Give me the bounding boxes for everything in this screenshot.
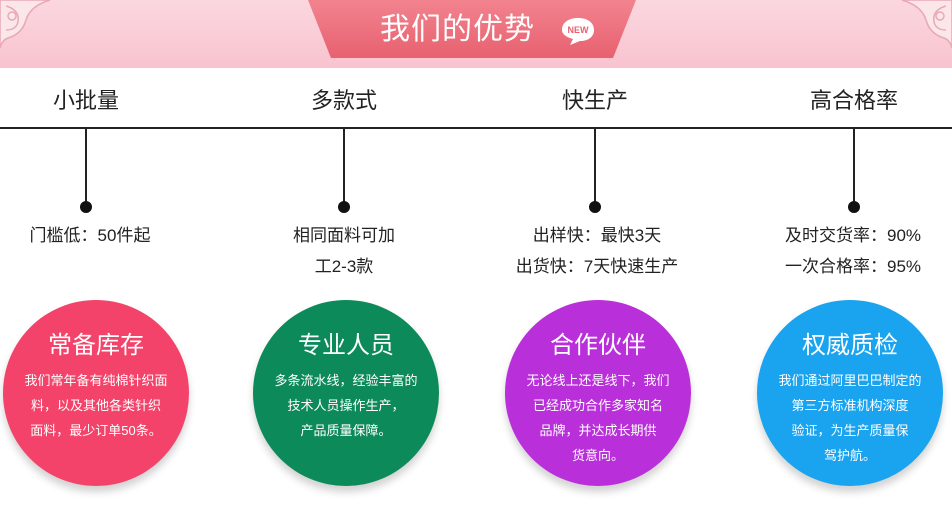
timeline-connector xyxy=(853,129,855,204)
detail-line: 一次合格率：95% xyxy=(784,257,922,276)
circle-body-line: 技术人员操作生产， xyxy=(287,398,405,413)
timeline-dot xyxy=(338,201,350,213)
circle-body-line: 第三方标准机构深度 xyxy=(791,398,909,413)
timeline-dot xyxy=(848,201,860,213)
circle-quality: 权威质检 我们通过阿里巴巴制定的 第三方标准机构深度 验证，为生产质量保 驾护航… xyxy=(757,300,943,486)
circle-staff: 专业人员 多条流水线，经验丰富的 技术人员操作生产， 产品质量保障。 xyxy=(253,300,439,486)
circle-title: 常备库存 xyxy=(48,332,144,359)
detail-line: 工2-3款 xyxy=(314,257,374,276)
circle-body: 多条流水线，经验丰富的 技术人员操作生产， 产品质量保障。 xyxy=(253,368,439,443)
page-title: 我们的优势 xyxy=(380,13,535,46)
circle-body-line: 品牌，并达成长期供 xyxy=(539,423,657,438)
circle-body-line: 无论线上还是线下，我们 xyxy=(526,373,670,388)
detail-fast-production: 出样快：最快3天 出货快：7天快速生产 xyxy=(477,220,717,282)
circle-body-line: 已经成功合作多家知名 xyxy=(532,398,663,413)
circle-body-line: 面料，最少订单50条。 xyxy=(30,423,162,438)
timeline-dot xyxy=(80,201,92,213)
detail-line: 门槛低：50件起 xyxy=(29,226,151,245)
headline-high-pass-rate: 高合格率 xyxy=(809,88,898,113)
circle-body-line: 产品质量保障。 xyxy=(300,423,392,438)
detail-line: 出货快：7天快速生产 xyxy=(515,257,679,276)
new-badge-icon: NEW xyxy=(562,18,594,45)
timeline-line xyxy=(0,127,952,129)
detail-high-pass-rate: 及时交货率：90% 一次合格率：95% xyxy=(733,220,952,282)
circle-body: 我们常年备有纯棉针织面 料，以及其他各类针织 面料，最少订单50条。 xyxy=(3,368,189,443)
circle-body: 无论线上还是线下，我们 已经成功合作多家知名 品牌，并达成长期供 货意向。 xyxy=(505,368,691,468)
circle-title: 专业人员 xyxy=(298,332,394,359)
new-badge-text: NEW xyxy=(568,25,590,35)
headline-small-batch: 小批量 xyxy=(52,88,119,113)
corner-ornament-right-icon xyxy=(901,0,952,49)
circle-title: 合作伙伴 xyxy=(550,332,646,359)
circle-body-line: 多条流水线，经验丰富的 xyxy=(274,373,418,388)
headline-fast-production: 快生产 xyxy=(561,88,628,113)
circle-body-line: 料，以及其他各类针织 xyxy=(30,398,161,413)
timeline-connector xyxy=(343,129,345,204)
circle-body-line: 我们常年备有纯棉针织面 xyxy=(24,373,168,388)
circle-body-line: 驾护航。 xyxy=(823,448,876,463)
detail-line: 及时交货率：90% xyxy=(784,226,922,245)
circle-stock: 常备库存 我们常年备有纯棉针织面 料，以及其他各类针织 面料，最少订单50条。 xyxy=(3,300,189,486)
detail-multi-style: 相同面料可加 工2-3款 xyxy=(224,220,464,282)
timeline-dot xyxy=(589,201,601,213)
circle-body-line: 货意向。 xyxy=(571,448,624,463)
timeline-connector xyxy=(594,129,596,204)
detail-line: 相同面料可加 xyxy=(293,226,395,245)
headline-multi-style: 多款式 xyxy=(310,88,377,113)
corner-ornament-left-icon xyxy=(0,0,51,49)
timeline-connector xyxy=(85,129,87,204)
detail-small-batch: 门槛低：50件起 xyxy=(0,220,210,251)
circle-title: 权威质检 xyxy=(802,332,898,359)
circle-body-line: 验证，为生产质量保 xyxy=(791,423,909,438)
circle-body-line: 我们通过阿里巴巴制定的 xyxy=(778,373,922,388)
circle-body: 我们通过阿里巴巴制定的 第三方标准机构深度 验证，为生产质量保 驾护航。 xyxy=(757,368,943,468)
detail-line: 出样快：最快3天 xyxy=(532,226,662,245)
header-banner: 我们的优势 NEW xyxy=(0,0,952,68)
circle-partners: 合作伙伴 无论线上还是线下，我们 已经成功合作多家知名 品牌，并达成长期供 货意… xyxy=(505,300,691,486)
